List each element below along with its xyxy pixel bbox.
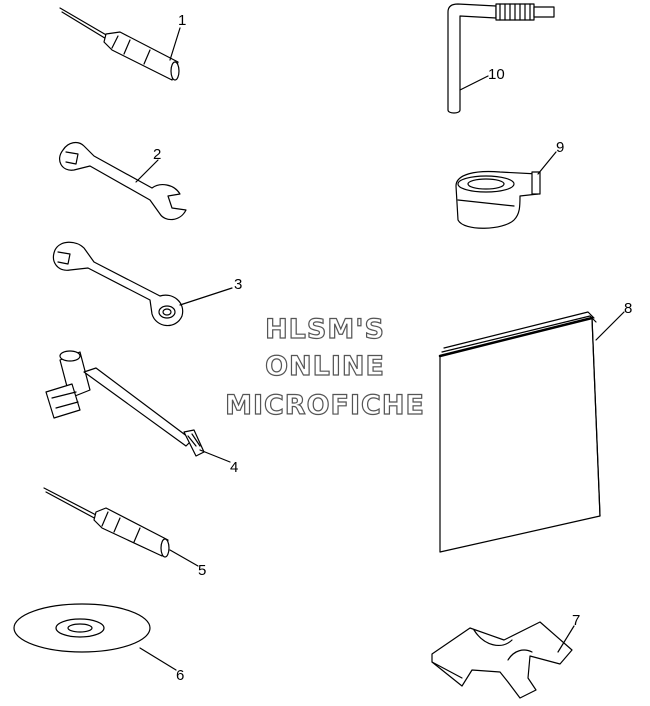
callout-4: 4 — [230, 459, 238, 476]
leader-2 — [135, 159, 159, 183]
callout-9: 9 — [556, 139, 564, 156]
callout-5: 5 — [198, 562, 206, 579]
leader-4 — [199, 449, 231, 463]
leader-1 — [169, 27, 181, 61]
leader-8 — [595, 311, 625, 341]
leader-3 — [179, 287, 233, 306]
leader-9 — [537, 151, 557, 175]
leader-5 — [169, 549, 199, 567]
callout-8: 8 — [624, 300, 632, 317]
callout-2: 2 — [153, 146, 161, 163]
callout-3: 3 — [234, 276, 242, 293]
part-2-open-end-wrench-icon — [59, 141, 187, 221]
callout-6: 6 — [176, 667, 184, 684]
part-1-screwdriver-icon — [59, 7, 180, 81]
leader-7 — [557, 625, 575, 653]
callout-10: 10 — [488, 66, 505, 83]
part-6-cd-disc-icon — [13, 603, 151, 653]
part-3-combination-wrench-icon — [52, 241, 184, 327]
watermark-line-3: MICROFICHE — [224, 389, 425, 421]
watermark-line-2: ONLINE — [264, 350, 385, 382]
part-5-screwdriver-icon — [43, 487, 170, 558]
watermark-line-1: HLSM'S — [264, 313, 385, 345]
callout-1: 1 — [178, 12, 186, 29]
part-4-spark-plug-wrench-icon — [45, 350, 205, 457]
part-7-spanner-tool-icon — [431, 621, 573, 699]
part-8-manual-book-icon — [438, 311, 601, 553]
callout-7: 7 — [572, 612, 580, 629]
part-9-strap-roll-icon — [455, 170, 541, 229]
leader-6 — [139, 647, 177, 671]
leader-10 — [459, 75, 489, 91]
part-10-hex-key-icon — [447, 3, 555, 114]
